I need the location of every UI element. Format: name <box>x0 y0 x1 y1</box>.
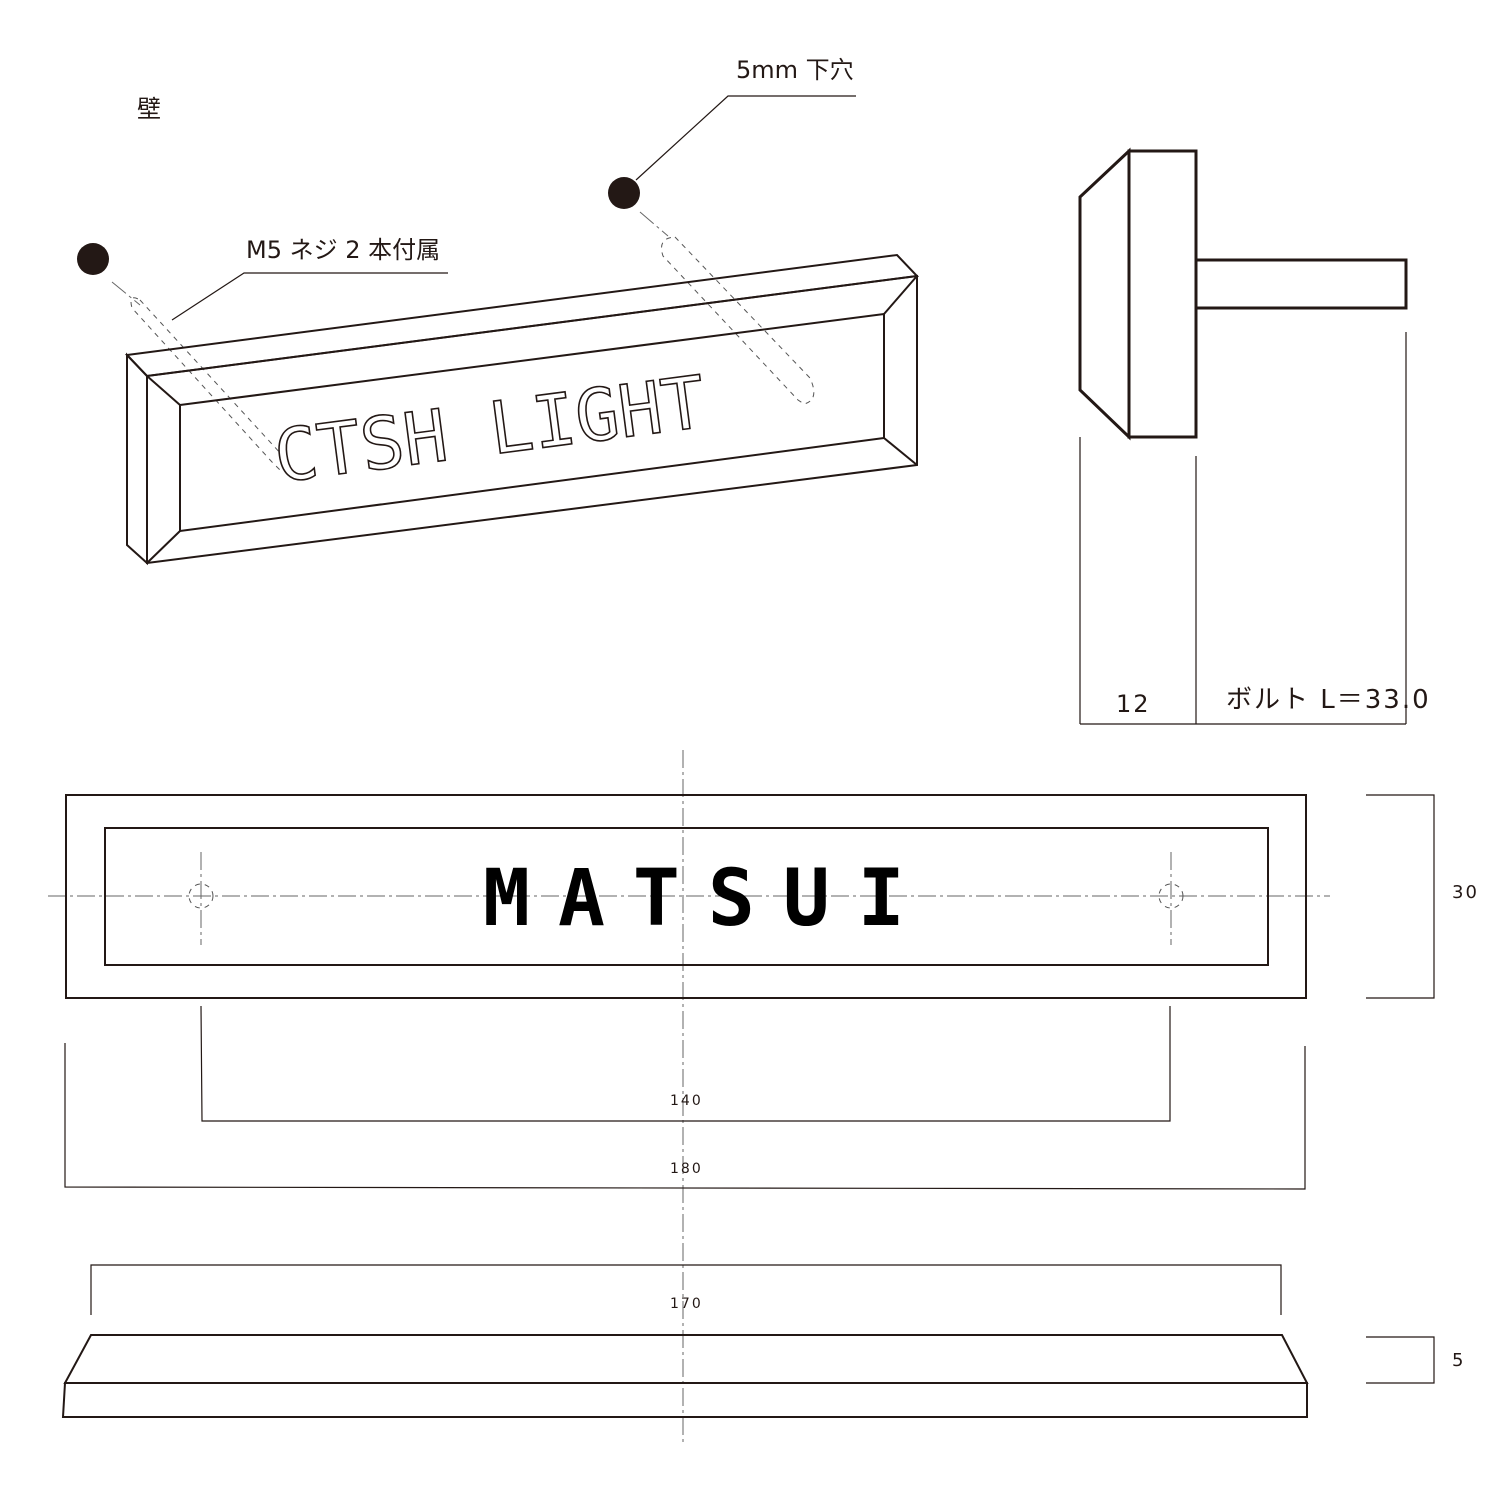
hole-spacing-label: 140 <box>670 1093 703 1109</box>
side-view: 12 ボルト L＝33.0 <box>1078 147 1431 725</box>
base-width-dim <box>90 1264 1282 1315</box>
screws-label: M5 ネジ 2 本付属 <box>246 236 440 264</box>
screw-axis-left <box>111 281 141 306</box>
side-thickness-label: 12 <box>1116 690 1151 718</box>
isometric-view: 壁 5mm 下穴 M5 ネジ 2 本付属 CTSH LIGHT <box>77 56 920 566</box>
side-bevel <box>1078 147 1131 441</box>
screw-axis-right <box>639 211 669 237</box>
height-dim-bracket <box>1366 794 1435 999</box>
base-bevel-top <box>63 1334 1309 1384</box>
side-body <box>1127 149 1198 439</box>
bevel-edge-bl <box>146 530 181 564</box>
front-view: MATSUI 30 140 180 <box>48 750 1479 1445</box>
bolt-length-label: ボルト L＝33.0 <box>1226 685 1431 715</box>
bevel-edge-tr <box>883 275 918 315</box>
front-outer-frame <box>65 794 1307 999</box>
pilot-hole-label: 5mm 下穴 <box>736 56 854 84</box>
screw-slot-left <box>130 297 286 471</box>
pilot-hole-leader <box>635 95 856 181</box>
side-bolt <box>1194 258 1408 310</box>
base-width-label: 170 <box>670 1296 703 1312</box>
plate-left-face <box>126 352 148 566</box>
base-thickness-dim <box>1366 1336 1435 1384</box>
wall-label: 壁 <box>137 95 161 123</box>
front-plate-text: MATSUI <box>483 854 933 944</box>
bottom-view: 170 5 <box>61 1264 1465 1418</box>
front-inner-panel <box>104 827 1269 966</box>
mount-hole-right <box>1158 883 1184 909</box>
screws-leader <box>171 272 448 321</box>
height-label: 30 <box>1452 882 1479 903</box>
screw-slot-right <box>661 236 815 405</box>
wall-anchor-dot-right <box>608 177 640 209</box>
wall-anchor-dot-left <box>77 243 109 275</box>
total-width-dim <box>64 1043 1306 1190</box>
iso-plate-text: CTSH LIGHT <box>269 360 710 499</box>
mount-hole-left <box>188 883 214 909</box>
hole-spacing-dim <box>200 1005 1171 1122</box>
total-width-label: 180 <box>670 1161 703 1177</box>
bevel-edge-tl <box>146 375 181 406</box>
bevel-edge-br <box>883 437 918 466</box>
base-thickness-label: 5 <box>1452 1350 1465 1371</box>
base-body <box>61 1382 1308 1418</box>
